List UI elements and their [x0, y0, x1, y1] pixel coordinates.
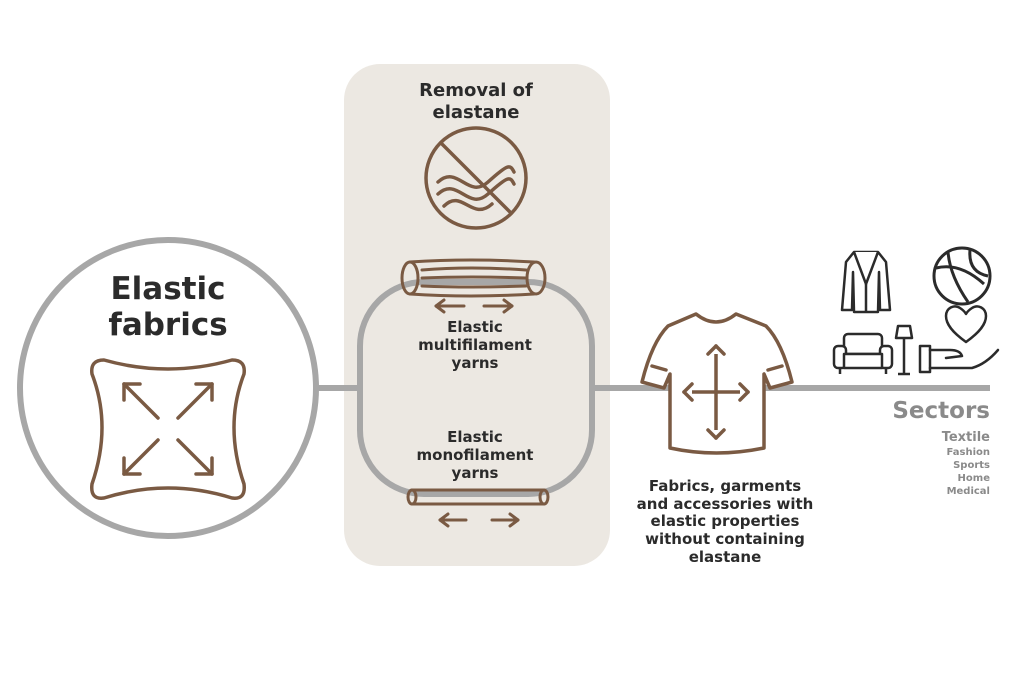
title-line: elastane	[432, 101, 520, 123]
title-line: Elastic	[110, 271, 226, 307]
title-line: fabrics	[108, 306, 228, 343]
sectors-list: Textile Fashion Sports Home Medical	[942, 430, 990, 498]
armchair-lamp-icon	[832, 324, 914, 376]
result-line: Fabrics, garments	[648, 477, 802, 495]
label-line: yarns	[451, 464, 499, 482]
removal-title: Removal of elastane	[372, 80, 580, 123]
multifilament-yarn-icon	[400, 258, 547, 314]
label-line: Elastic	[447, 318, 503, 336]
elastic-fabrics-title: Elastic fabrics	[68, 271, 268, 343]
result-line: and accessories with	[636, 494, 814, 513]
heart-hand-icon	[918, 305, 1000, 374]
sector-item: Home	[957, 473, 990, 485]
title-line: Removal of	[419, 80, 533, 101]
yarn-loop	[357, 279, 595, 497]
stretch-fabric-icon	[90, 358, 246, 500]
multifilament-label: Elastic multifilament yarns	[380, 318, 570, 372]
result-line: without containing	[645, 530, 805, 549]
sector-item: Sports	[953, 460, 990, 472]
monofilament-yarn-icon	[406, 488, 550, 528]
jacket-icon	[840, 250, 892, 314]
result-label: Fabrics, garments and accessories with e…	[610, 477, 840, 566]
sector-item: Medical	[946, 486, 990, 498]
sector-item: Textile	[941, 430, 990, 445]
monofilament-label: Elastic monofilament yarns	[380, 428, 570, 482]
no-elastane-icon	[424, 126, 528, 230]
label-line: Elastic	[447, 428, 503, 446]
result-line: elastane	[688, 547, 762, 566]
result-line: elastic properties	[650, 512, 800, 531]
ball-icon	[932, 246, 992, 306]
sector-item: Fashion	[946, 447, 990, 459]
label-line: yarns	[451, 354, 499, 372]
process-panel	[344, 64, 610, 566]
elastic-fabrics-circle	[17, 237, 319, 539]
sectors-title: Sectors	[892, 398, 990, 424]
label-line: monofilament	[416, 446, 534, 464]
label-line: multifilament	[418, 336, 532, 354]
tshirt-icon	[640, 312, 794, 455]
